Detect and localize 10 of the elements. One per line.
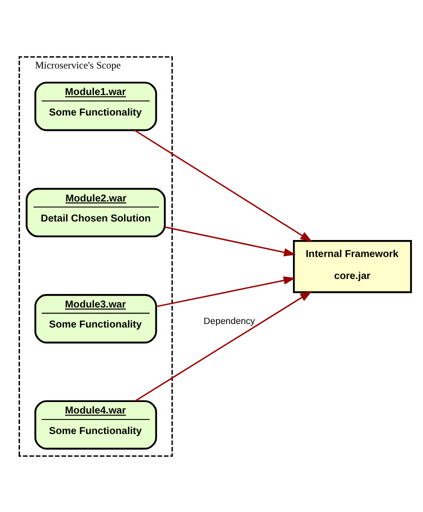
- node-box: Internal Framework core.jar: [292, 240, 412, 293]
- arrow: [134, 129, 312, 242]
- node-box: Module2.war Detail Chosen Solution: [26, 187, 166, 237]
- edge-label: Dependency: [204, 316, 256, 326]
- arrow: [164, 226, 296, 256]
- arrow: [156, 276, 296, 307]
- node-box: Module4.war Some Functionality: [34, 400, 158, 450]
- node-box: Module3.war Some Functionality: [34, 294, 158, 343]
- arrow: [134, 290, 312, 402]
- node-box: Module1.war Some Functionality: [34, 81, 158, 131]
